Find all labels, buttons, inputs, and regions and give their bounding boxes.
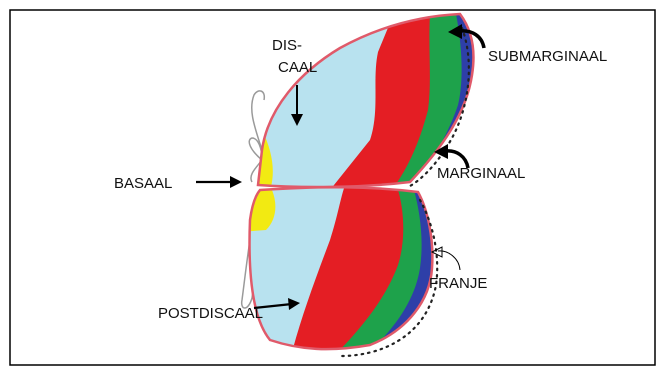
label-basaal: BASAAL xyxy=(114,175,172,192)
label-discaal-line1: DIS- xyxy=(272,37,302,54)
label-submarginaal: SUBMARGINAAL xyxy=(488,48,607,65)
label-franje: FRANJE xyxy=(429,275,487,292)
label-postdiscaal: POSTDISCAAL xyxy=(158,305,263,322)
label-discaal-line2: CAAL xyxy=(278,59,317,76)
thin-curved-arrow-icon xyxy=(432,247,460,270)
straight-arrow-icon xyxy=(196,176,242,188)
label-marginaal: MARGINAAL xyxy=(437,165,525,182)
